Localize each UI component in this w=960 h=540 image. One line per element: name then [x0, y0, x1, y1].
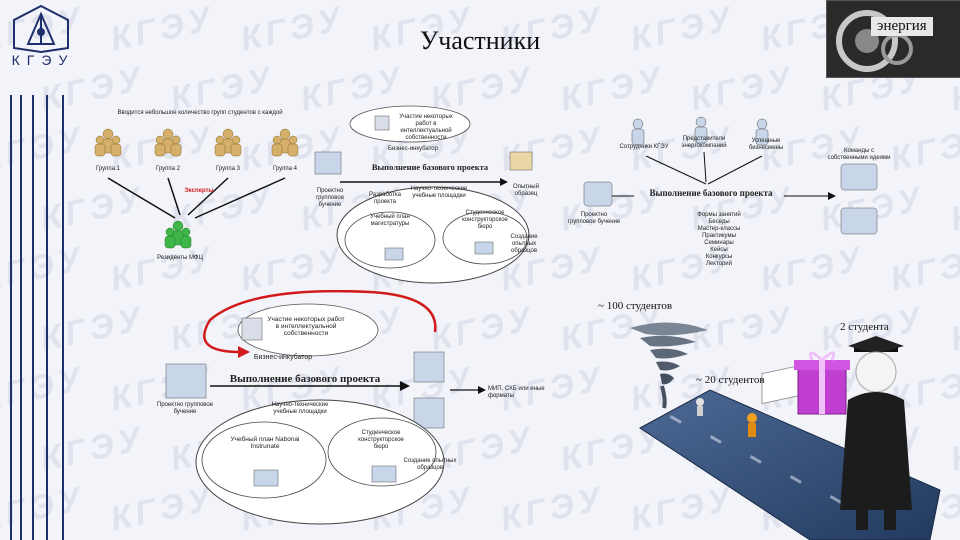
gift-box-icon	[794, 351, 850, 415]
sidebar-line	[32, 95, 34, 540]
learning-label: Разработка проекта	[369, 192, 401, 205]
watermark-text: КГЭУ	[0, 359, 88, 419]
top-box-label: Участие некоторых работ в интеллектуальн…	[267, 316, 345, 337]
watermark-text: КГЭУ	[687, 59, 798, 119]
outcome-label: МИП, СКБ или иные форматы	[488, 386, 545, 399]
top-box-label: Участие некоторых работ в интеллектуальн…	[399, 114, 453, 141]
tornado-icon	[630, 322, 708, 409]
roles-graphic	[583, 116, 878, 235]
design-bureau-label: Студенческое конструкторское бюро	[358, 430, 404, 450]
team-label: Проектно групповое бучение	[315, 188, 345, 208]
design-bureau-label: Студенческое конструкторское бюро	[462, 210, 508, 230]
diagram-incubator-detailed: Участие некоторых работ в интеллектуальн…	[150, 290, 560, 535]
funnel-label-top: ~ 100 студентов	[598, 300, 673, 312]
diagram-incubator-project: Участие некоторых работ в интеллектуальн…	[305, 100, 560, 285]
incubator-label: Бизнес-инкубатор	[253, 354, 313, 361]
student-figure-icon	[696, 398, 704, 416]
sidebar-line	[10, 95, 12, 540]
prototypes-label: Создание опытных образцов	[510, 234, 538, 254]
groups-graphic	[94, 128, 299, 249]
kgeu-emblem-icon	[13, 4, 69, 54]
watermark-text: КГЭУ	[0, 119, 88, 179]
scitech-label: Научно-технические учебные площадки	[271, 402, 329, 415]
incubator-label: Бизнес-инкубатор	[388, 146, 438, 152]
project-title: Выполнение базового проекта	[649, 188, 773, 198]
energy-logo: энергия	[826, 0, 960, 78]
prototypes-label: Создание опытных образцов	[403, 458, 457, 471]
forms-item: Беседы	[708, 219, 730, 225]
group-label: Группа 1	[95, 166, 121, 172]
watermark-text: КГЭУ	[947, 179, 960, 239]
group-label: Группа 4	[272, 166, 298, 172]
outcome-label: Команды с собственными идеями	[827, 148, 891, 161]
project-title: Выполнение базового проекта	[229, 373, 381, 385]
watermark-text: КГЭУ	[887, 119, 960, 179]
kgeu-logo: КГЭУ	[6, 2, 76, 68]
forms-list: Формы занятий Беседы Мастер-классы Практ…	[684, 212, 754, 268]
watermark-text: КГЭУ	[0, 479, 88, 539]
watermark-text: КГЭУ	[0, 239, 88, 299]
forms-item: Лекторий	[705, 261, 733, 267]
sidebar-line	[46, 95, 48, 540]
watermark-text: КГЭУ	[107, 0, 218, 59]
conveyor-graphic	[630, 322, 941, 540]
sidebar-line	[62, 95, 64, 540]
diagram-roles-project: Сотрудники КГЭУ Представители энергокомп…	[566, 112, 896, 282]
result-label: Резиденты МФЦ	[157, 255, 203, 261]
forms-item: Практикумы	[702, 233, 736, 239]
watermark-text: КГЭУ	[557, 59, 668, 119]
forms-item: Формы занятий	[697, 212, 741, 218]
team-label: Проектно групповое бучение	[156, 402, 214, 415]
funnel-label-end: 2 студента	[840, 321, 889, 333]
project-title: Выполнение базового проекта	[371, 162, 489, 172]
logo-text: КГЭУ	[11, 52, 75, 68]
scitech-label: Научно-технические учебные площадки	[410, 186, 468, 199]
role-label: Сотрудники КГЭУ	[619, 144, 669, 150]
gear-icon	[836, 10, 913, 72]
role-label: Успешные бизнесмены	[748, 138, 784, 151]
watermark-text: КГЭУ	[37, 299, 148, 359]
incubator-detailed-graphic	[165, 290, 486, 525]
graduate-figure-icon	[840, 336, 912, 530]
watermark-text: КГЭУ	[37, 419, 148, 479]
watermark-text: КГЭУ	[237, 0, 348, 59]
forms-item: Семинары	[704, 240, 734, 246]
energy-logo-text: энергия	[871, 17, 933, 36]
funnel-label-mid: ~ 20 студентов	[696, 374, 765, 386]
prototype-top-label: Опытный образец	[513, 184, 539, 197]
forms-item: Мастер-классы	[697, 226, 741, 232]
team-label: Проектно групповое бучение	[567, 212, 621, 225]
watermark-text: КГЭУ	[627, 0, 738, 59]
forms-item: Конкурсы	[705, 254, 733, 260]
diagram-groups-to-residents: Вводится небольшое количество групп студ…	[80, 100, 310, 270]
study-plan-label: Учебный план магистратуры	[370, 214, 410, 227]
experts-badge: Эксперты	[184, 188, 214, 194]
forms-item: Кейсы	[710, 247, 728, 253]
incubator-graphic	[314, 105, 533, 284]
diagram-heading: Вводится небольшое количество групп студ…	[117, 110, 283, 116]
role-label: Представители энергокомпаний	[681, 136, 727, 149]
page-title: Участники	[419, 26, 541, 55]
group-label: Группа 2	[155, 166, 181, 172]
study-plan-label: Учебный план Nabonai Instrunate	[230, 436, 300, 450]
sidebar-line	[20, 95, 22, 540]
selection-funnel: ~ 100 студентов ~ 20 студентов 2 студент…	[598, 290, 960, 540]
group-label: Группа 3	[215, 166, 241, 172]
